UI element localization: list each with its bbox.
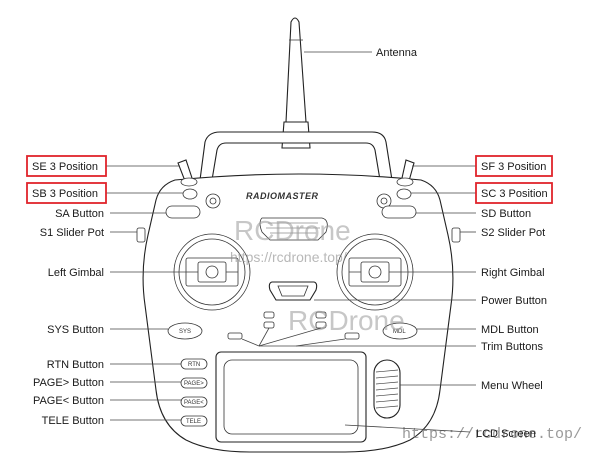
label-right-gimbal: Right Gimbal <box>481 267 545 279</box>
left-gimbal[interactable] <box>173 233 251 311</box>
label-sb-3-position: SB 3 Position <box>32 188 98 200</box>
watermark-url-2: https://rcdrone.top/ <box>402 426 582 443</box>
label-sc-3-position: SC 3 Position <box>481 188 548 200</box>
label-sa-button: SA Button <box>55 208 104 220</box>
svg-text:TELE: TELE <box>186 419 201 425</box>
switch-se <box>177 159 198 187</box>
label-page-next-button: PAGE> Button <box>33 377 104 389</box>
power-button[interactable] <box>268 281 318 301</box>
sf-highlight-box <box>475 155 553 177</box>
switch-sb <box>182 188 198 200</box>
watermark-brand-2: RCDrone <box>288 305 405 336</box>
label-sf-3-position: SF 3 Position <box>481 161 546 173</box>
rtn-button[interactable]: RTN <box>180 358 208 370</box>
watermark-url: https://rcdrone.top/ <box>230 249 347 265</box>
menu-wheel[interactable] <box>373 359 401 419</box>
sc-highlight-box <box>475 182 553 204</box>
label-page-prev-button: PAGE< Button <box>33 395 104 407</box>
label-se-3-position: SE 3 Position <box>32 161 98 173</box>
sys-button[interactable]: SYS <box>167 322 203 340</box>
tele-button[interactable]: TELE <box>180 415 208 427</box>
switch-sf <box>396 159 415 187</box>
page-prev-button[interactable]: PAGE< <box>180 396 208 408</box>
svg-text:MDL: MDL <box>393 329 406 335</box>
page-next-button[interactable]: PAGE> <box>180 377 208 389</box>
leader-lines <box>106 51 476 433</box>
label-sys-button: SYS Button <box>47 324 104 336</box>
watermark-brand: RCDrone <box>234 215 351 246</box>
lcd-screen <box>215 351 367 443</box>
label-menu-wheel: Menu Wheel <box>481 380 543 392</box>
label-s2-slider-pot: S2 Slider Pot <box>481 227 545 239</box>
label-trim-buttons: Trim Buttons <box>481 341 543 353</box>
brand-logo: RADIOMASTER <box>246 191 319 201</box>
label-s1-slider-pot: S1 Slider Pot <box>40 227 104 239</box>
sb-highlight-box <box>26 182 107 204</box>
mdl-button[interactable]: MDL <box>382 322 418 340</box>
svg-text:RTN: RTN <box>188 362 200 368</box>
sd-button[interactable] <box>381 205 417 219</box>
label-antenna: Antenna <box>376 47 418 59</box>
label-lcd-screen: LCD Screen <box>476 428 536 440</box>
svg-text:PAGE<: PAGE< <box>184 400 204 406</box>
label-power-button: Power Button <box>481 295 547 307</box>
label-left-gimbal: Left Gimbal <box>48 267 104 279</box>
svg-text:SYS: SYS <box>179 329 191 335</box>
svg-text:PAGE>: PAGE> <box>184 381 204 387</box>
label-sd-button: SD Button <box>481 208 531 220</box>
label-mdl-button: MDL Button <box>481 324 539 336</box>
right-gimbal[interactable] <box>336 233 414 311</box>
switch-sc <box>396 188 412 200</box>
se-highlight-box <box>26 155 107 177</box>
speaker-grille <box>259 217 328 241</box>
label-tele-button: TELE Button <box>42 415 104 427</box>
label-rtn-button: RTN Button <box>47 359 104 371</box>
antenna <box>281 17 311 149</box>
sa-button[interactable] <box>165 205 201 219</box>
carry-handle <box>199 131 393 181</box>
